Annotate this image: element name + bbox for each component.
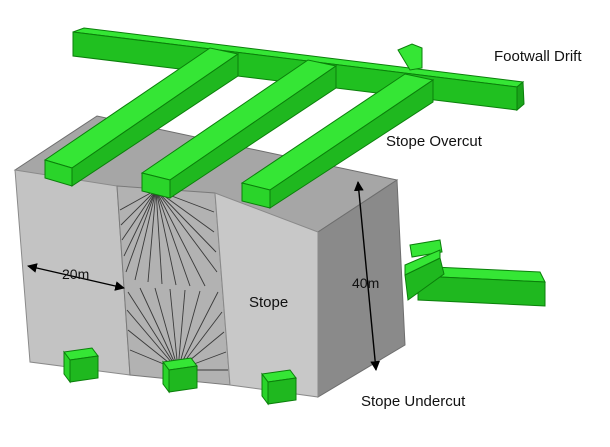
lower-right-drift	[404, 239, 546, 307]
stope-overcuts	[43, 47, 435, 209]
height-dimension-label: 40m	[352, 275, 380, 291]
footwall-drift-end	[516, 80, 525, 112]
stope-undercut-label: Stope Undercut	[361, 393, 466, 410]
footwall-drift-label: Footwall Drift	[494, 48, 582, 65]
overcut-3-end	[241, 182, 271, 209]
undercut-2-face	[168, 365, 198, 393]
stope-overcut-label: Stope Overcut	[386, 133, 482, 150]
stope-label: Stope	[249, 294, 289, 311]
stope-undercuts	[63, 347, 297, 406]
drill-fan-icon	[119, 189, 228, 371]
overcut-1-end	[44, 159, 73, 187]
width-dimension-label: 20m	[62, 266, 90, 282]
overcut-2-end	[141, 172, 171, 199]
stope-front-right-panel	[214, 192, 319, 398]
lower-drift-branch-top	[404, 249, 441, 276]
undercut-1-face	[69, 355, 99, 383]
undercut-3-face	[267, 377, 297, 405]
footwall-drift-stub	[397, 43, 423, 71]
height-dimension-arrow	[353, 181, 381, 371]
width-dimension-arrow	[27, 263, 125, 291]
